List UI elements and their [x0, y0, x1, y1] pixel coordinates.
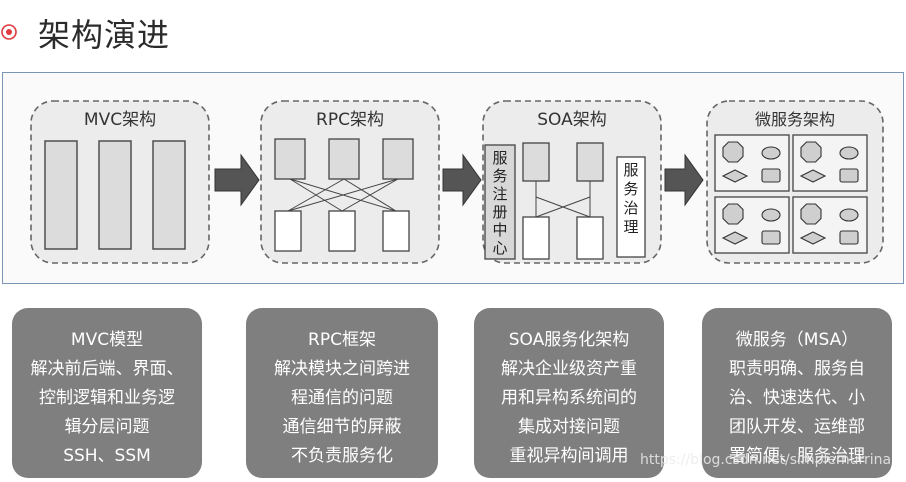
microservice-cell: [714, 134, 790, 192]
soa-governance-label: 服务治理: [623, 161, 638, 236]
card-line: RPC框架: [308, 330, 376, 350]
architecture-diagram-svg: MVC架构 RPC架构: [30, 100, 884, 264]
microservice-cell: [792, 196, 868, 254]
diamond-shape: [799, 169, 827, 183]
diamond-shape: [799, 231, 827, 245]
diamond-shape: [721, 231, 749, 245]
card-line: SSH、SSM: [63, 446, 151, 466]
card-line: 团队开发、运维部: [729, 417, 865, 437]
page-header: 架构演进: [0, 8, 400, 54]
vertical-label-char: 务: [492, 167, 507, 185]
square-shape: [839, 168, 859, 183]
soa-registry-label: 服务注册中心: [492, 149, 507, 257]
card-line: 解决企业级资产重: [501, 359, 637, 379]
microservice-cell: [714, 196, 790, 254]
stage-rpc-title: RPC架构: [316, 110, 384, 130]
card-soa: SOA服务化架构 解决企业级资产重 用和异构系统间的 集成对接问题 重视异构间调…: [474, 308, 664, 478]
vertical-label-char: 服: [492, 149, 507, 167]
mvc-layer-1: [44, 140, 78, 250]
vertical-label-char: 理: [623, 218, 638, 236]
page-title: 架构演进: [38, 16, 171, 54]
card-line: MVC模型: [70, 330, 144, 350]
vertical-label-char: 服: [623, 161, 638, 179]
vertical-label-char: 中: [492, 221, 507, 239]
microservice-cell: [792, 134, 868, 192]
vertical-label-char: 治: [623, 199, 638, 217]
card-line: 职责明确、服务自: [729, 359, 865, 379]
watermark: https://blog.csdn.net/simplemurrina: [640, 452, 892, 468]
card-mvc: MVC模型 解决前后端、界面、 控制逻辑和业务逻 辑分层问题 SSH、SSM: [12, 308, 202, 478]
vertical-label-char: 注: [492, 185, 507, 203]
card-line: 用和异构系统间的: [501, 388, 637, 408]
card-line: 解决模块之间跨进: [274, 359, 410, 379]
arrow-icon: [442, 153, 482, 207]
octagon-shape: [800, 141, 822, 163]
card-microservices: 微服务（MSA） 职责明确、服务自 治、快速迭代、小 团队开发、运维部 署简便、…: [702, 308, 892, 478]
card-line: 治、快速迭代、小: [729, 388, 865, 408]
stage-microservices: 微服务架构: [706, 100, 884, 264]
vertical-label-char: 务: [623, 180, 638, 198]
ellipse-shape: [839, 208, 859, 222]
ellipse-shape: [761, 146, 781, 160]
diamond-shape: [721, 169, 749, 183]
arrow-icon: [664, 153, 704, 207]
card-line: 辑分层问题: [64, 417, 150, 437]
card-line: 微服务（MSA）: [735, 330, 859, 350]
card-line: 通信细节的屏蔽: [282, 417, 402, 437]
stage-soa-title: SOA架构: [537, 110, 607, 130]
square-shape: [839, 230, 859, 245]
mvc-layer-2: [98, 140, 132, 250]
stage-mvc-title: MVC架构: [84, 110, 156, 130]
card-line: 解决前后端、界面、: [30, 359, 184, 379]
octagon-shape: [722, 203, 744, 225]
mvc-layer-3: [152, 140, 186, 250]
card-line: 控制逻辑和业务逻: [39, 388, 175, 408]
octagon-shape: [722, 141, 744, 163]
stage-rpc: RPC架构: [260, 100, 440, 264]
ellipse-shape: [839, 146, 859, 160]
card-rpc: RPC框架 解决模块之间跨进 程通信的问题 通信细节的屏蔽 不负责服务化: [246, 308, 438, 478]
card-line: 重视异构间调用: [509, 446, 629, 466]
target-bullet-icon: [1, 24, 17, 40]
arrow-icon: [214, 153, 260, 207]
vertical-label-char: 心: [492, 239, 507, 257]
card-line: 不负责服务化: [291, 446, 393, 466]
stage-soa: SOA架构 服务注册中心 服务治理: [482, 100, 662, 264]
square-shape: [761, 230, 781, 245]
card-line: 署简便、服务治理: [729, 446, 865, 466]
square-shape: [761, 168, 781, 183]
vertical-label-char: 册: [492, 203, 507, 221]
architecture-diagram: MVC架构 RPC架构: [2, 72, 904, 284]
ellipse-shape: [761, 208, 781, 222]
card-line: 集成对接问题: [518, 417, 620, 437]
stage-microservices-title: 微服务架构: [755, 110, 835, 129]
octagon-shape: [800, 203, 822, 225]
stage-mvc: MVC架构: [30, 100, 210, 264]
card-line: 程通信的问题: [291, 388, 393, 408]
card-line: SOA服务化架构: [508, 330, 630, 350]
